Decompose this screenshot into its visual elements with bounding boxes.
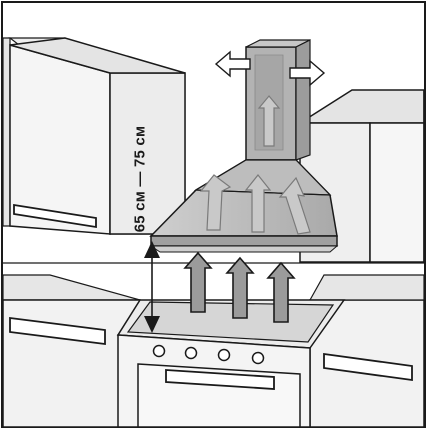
stove-knob-1 [152,344,166,358]
lower-left-cabinet-handle [9,316,106,346]
stove-knob-4 [251,351,265,365]
hood-airflow-arrows [199,95,311,235]
hood-chimney [245,39,311,161]
rising-arrow-3 [266,261,296,323]
lower-right-cabinet-handle [323,352,413,382]
hood-airflow-arrow-middle [244,174,272,233]
stove-knob-3 [217,348,231,362]
hood-airflow-arrow-right [278,176,311,235]
stove [116,299,346,428]
height-dimension-label: 65 см — 75 см [131,125,149,233]
left-wall-cabinet [2,37,186,235]
cooktop-airflow-arrows [183,251,296,323]
rising-arrow-1 [183,251,213,313]
stove-knob-2 [184,346,198,360]
chimney-airflow-arrow [257,95,281,147]
oven-handle [165,369,275,390]
height-dimension-arrow [144,241,160,333]
left-cabinet-handle [13,203,97,229]
lower-cabinets [2,274,425,428]
rising-arrow-2 [225,256,255,319]
exhaust-arrow-right [289,59,326,87]
exhaust-arrow-left [214,50,251,78]
hood-airflow-arrow-left [199,174,232,231]
